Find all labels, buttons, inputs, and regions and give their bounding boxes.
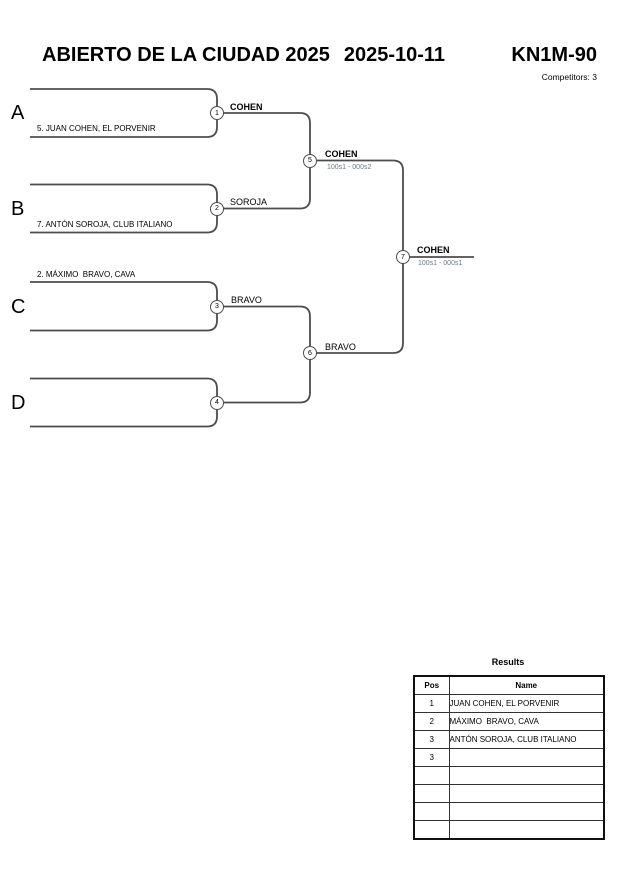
match1-node: 1 (210, 106, 224, 120)
match5-score: 100s1 - 000s2 (327, 163, 372, 171)
slot-letter-c: C (11, 295, 26, 318)
match5-winner: COHEN (325, 149, 358, 159)
table-row: 3 (413, 748, 605, 767)
connector-match5 (217, 112, 311, 210)
result-name: JUAN COHEN, EL PORVENIR (448, 694, 605, 713)
match7-winner: COHEN (417, 245, 450, 255)
match3-node: 3 (210, 299, 224, 314)
table-row (413, 820, 605, 840)
match2-node: 2 (210, 201, 224, 216)
results-col-pos: Pos (413, 675, 450, 695)
event-code: KN1M-90 (511, 44, 597, 66)
table-row: 3 ANTÓN SOROJA, CLUB ITALIANO (413, 730, 605, 749)
match1-winner: COHEN (230, 102, 263, 112)
match4-node: 4 (210, 395, 224, 410)
result-name (448, 748, 605, 767)
slot-letter-b: B (11, 197, 25, 220)
result-pos (413, 820, 450, 840)
table-row (413, 802, 605, 821)
result-pos (413, 784, 450, 803)
match5-node: 5 (303, 153, 317, 168)
table-row: 2 MÁXIMO BRAVO, CAVA (413, 712, 605, 731)
result-name (448, 766, 605, 785)
page-title: ABIERTO DE LA CIUDAD 2025 (42, 44, 330, 66)
table-row (413, 784, 605, 803)
result-pos: 3 (413, 730, 450, 749)
slot-letter-a: A (11, 102, 25, 124)
page-header: ABIERTO DE LA CIUDAD 2025 2025-10-11 (42, 44, 445, 67)
slot-d-outline (30, 377, 218, 428)
result-pos: 3 (413, 748, 450, 767)
player-name-slot-a: 5. JUAN COHEN, EL PORVENIR (37, 124, 156, 133)
result-name: ANTÓN SOROJA, CLUB ITALIANO (448, 730, 605, 749)
results-table: Pos Name 1 JUAN COHEN, EL PORVENIR 2 MÁX… (413, 675, 605, 840)
table-row: 1 JUAN COHEN, EL PORVENIR (413, 694, 605, 713)
slot-letter-d: D (11, 391, 26, 414)
results-title: Results (491, 657, 525, 667)
match7-score: 100s1 - 000s1 (418, 260, 463, 267)
result-pos: 1 (413, 694, 450, 713)
match2-winner: SOROJA (230, 197, 268, 207)
match6-winner: BRAVO (325, 342, 356, 352)
connector-match7 (310, 159, 404, 354)
event-date: 2025-10-11 (343, 44, 446, 66)
result-name (448, 802, 605, 821)
result-name (448, 784, 605, 803)
result-pos (413, 802, 450, 821)
table-row (413, 766, 605, 785)
result-pos: 2 (413, 712, 450, 731)
player-name-slot-c: 2. MÁXIMO BRAVO, CAVA (37, 270, 136, 279)
connector-match6 (217, 305, 311, 404)
competitors-count: Competitors: 3 (541, 72, 597, 82)
player-name-slot-b: 7. ANTÓN SOROJA, CLUB ITALIANO (37, 220, 173, 229)
match7-node: 7 (396, 250, 410, 264)
bracket-lines (30, 88, 474, 428)
results-col-name: Name (448, 675, 605, 695)
result-name: MÁXIMO BRAVO, CAVA (448, 712, 605, 731)
match6-node: 6 (303, 346, 317, 360)
match3-winner: BRAVO (231, 295, 262, 305)
result-pos (413, 766, 450, 785)
slot-c-outline (30, 281, 218, 332)
result-name (448, 820, 605, 840)
results-header-row: Pos Name (413, 675, 605, 695)
